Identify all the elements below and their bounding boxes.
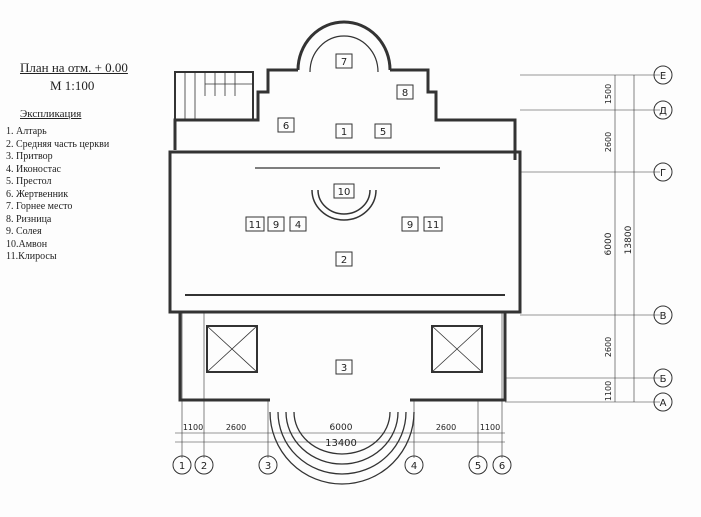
- explication-item: 10.Амвон: [6, 238, 48, 250]
- room-tag-text: 5: [380, 127, 386, 138]
- dim-bottom: 2600: [226, 423, 246, 432]
- tower-left: [206, 325, 258, 373]
- axis-bubble: 5: [468, 455, 488, 475]
- axis-bubble: Г: [653, 162, 673, 182]
- room-tag-text: 11: [427, 220, 440, 231]
- tower-right: [431, 325, 483, 373]
- axis-bubble: Д: [653, 100, 673, 120]
- room-tag: 6: [277, 117, 295, 133]
- apse-wall: [296, 20, 392, 71]
- room-tag-text: 2: [341, 255, 347, 266]
- nave-walls: [168, 150, 522, 314]
- legend: План на отм. + 0.00 М 1:100 Экспликация …: [6, 60, 166, 264]
- dim-right: 6000: [604, 232, 614, 255]
- altar-wall-right: [390, 68, 517, 160]
- room-tag-text: 9: [407, 220, 413, 231]
- room-tag: 11: [245, 216, 265, 232]
- room-tag-text: 11: [249, 220, 262, 231]
- axis-label: А: [660, 398, 667, 409]
- tower-hatch: [206, 325, 483, 373]
- porch-steps: [269, 411, 415, 485]
- axis-label: Д: [659, 106, 667, 117]
- axis-lines: [175, 74, 660, 458]
- explication-item: 11.Клиросы: [6, 251, 57, 262]
- room-tag: 9: [401, 216, 419, 232]
- axis-label: 6: [499, 461, 505, 472]
- dim-bottom: 2600: [436, 423, 456, 432]
- axis-label: 5: [475, 461, 481, 472]
- axis-label: В: [660, 311, 667, 322]
- dim-right: 1500: [604, 84, 613, 104]
- axis-bubble: 2: [194, 455, 214, 475]
- room-tag: 4: [289, 216, 307, 232]
- ambo-outer: [311, 189, 377, 221]
- room-tag-text: 4: [295, 220, 301, 231]
- axis-bubble: Е: [653, 65, 673, 85]
- plan-scale: М 1:100: [50, 78, 95, 93]
- dim-bottom-total: 13400: [325, 438, 357, 449]
- room-tag: 1: [335, 123, 353, 139]
- axis-bubble: 6: [492, 455, 512, 475]
- plan-title: План на отм. + 0.00: [20, 60, 128, 75]
- apse-wall-inner: [309, 35, 379, 73]
- axis-label: 2: [201, 461, 207, 472]
- axis-bubble: Б: [653, 368, 673, 388]
- explication-item: 4. Иконостас: [6, 163, 61, 175]
- explication-list: 1. Алтарь 2. Средняя часть церкви 3. При…: [6, 126, 166, 264]
- explication-item: 1. Алтарь: [6, 126, 47, 137]
- dim-bottom: 1100: [480, 423, 500, 432]
- room-tag-text: 1: [341, 127, 347, 138]
- axis-label: 3: [265, 461, 271, 472]
- axis-label: 4: [411, 461, 417, 472]
- axis-bubble: 3: [258, 455, 278, 475]
- axis-label: Е: [660, 71, 666, 82]
- axis-bubble: А: [653, 392, 673, 412]
- room-tag: 11: [423, 216, 443, 232]
- dim-right: 2600: [604, 337, 613, 357]
- room-tag: 7: [335, 53, 353, 69]
- stair-steps: [184, 72, 253, 120]
- altar-wall: [173, 68, 298, 150]
- dim-bottom: 6000: [330, 423, 353, 433]
- room-tag-text: 6: [283, 121, 289, 132]
- room-tag-text: 9: [273, 220, 279, 231]
- ambo: [317, 189, 371, 215]
- explication-item: 8. Ризница: [6, 213, 52, 225]
- axis-label: Г: [660, 168, 666, 179]
- dim-right: 2600: [604, 132, 613, 152]
- explication-item: 6. Жертвенник: [6, 188, 69, 200]
- room-tag: 9: [267, 216, 285, 232]
- axis-bubble: 4: [404, 455, 424, 475]
- room-tag: 3: [335, 359, 353, 375]
- room-tag: 5: [374, 123, 392, 139]
- axis-label: 1: [179, 461, 185, 472]
- axis-bubble: 1: [172, 455, 192, 475]
- staircase: [174, 71, 254, 121]
- room-tag: 8: [396, 84, 414, 100]
- room-tag-text: 8: [402, 88, 408, 99]
- explication-item: 5. Престол: [6, 176, 52, 187]
- explication-item: 9. Солея: [6, 226, 42, 237]
- axis-bubble: В: [653, 305, 673, 325]
- axis-label: Б: [660, 374, 667, 385]
- explication-item: 2. Средняя часть церкви: [6, 138, 110, 150]
- explication-title: Экспликация: [20, 108, 82, 120]
- explication-item: 7. Горнее место: [6, 201, 73, 212]
- dim-right: 1100: [604, 381, 613, 401]
- room-tag: 2: [335, 251, 353, 267]
- narthex-wall: [178, 312, 270, 402]
- dim-bottom: 1100: [183, 423, 203, 432]
- room-tag-text: 10: [338, 187, 351, 198]
- narthex-wall-right: [410, 312, 507, 402]
- explication-item: 3. Притвор: [6, 151, 53, 162]
- room-tag-text: 3: [341, 363, 347, 374]
- dim-right-total: 13800: [624, 225, 634, 254]
- room-tag-text: 7: [341, 57, 347, 68]
- room-tag: 10: [333, 183, 355, 199]
